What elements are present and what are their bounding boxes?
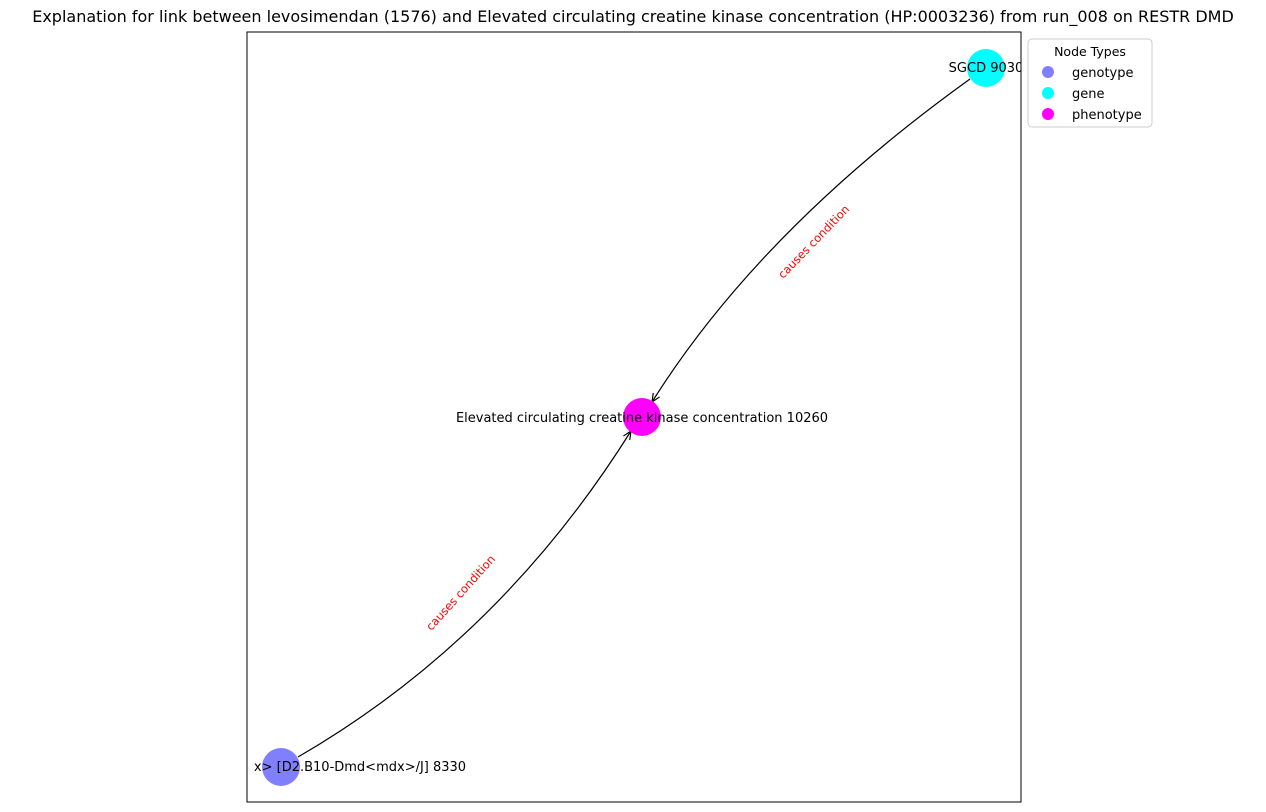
phenotype-node-label: Elevated circulating creatine kinase con…: [456, 411, 828, 426]
genotype-node[interactable]: [262, 748, 300, 786]
genotype-node-label: x> [D2.B10-Dmd<mdx>/J] 8330: [254, 760, 466, 775]
gene-node-label: SGCD 9030: [949, 61, 1024, 76]
gene-legend-label: gene: [1072, 87, 1105, 102]
gene-node[interactable]: [967, 49, 1005, 87]
phenotype-legend-marker: [1042, 108, 1054, 120]
edge-genotype-to-phenotype: [297, 431, 631, 758]
edge-gene-to-phenotype: [652, 78, 971, 402]
gene-legend-marker: [1042, 87, 1054, 99]
legend-box: [1027, 38, 1153, 128]
phenotype-legend-label: phenotype: [1072, 108, 1142, 123]
phenotype-node[interactable]: [623, 398, 661, 436]
genotype-legend-label: genotype: [1072, 66, 1133, 81]
legend-title: Node Types: [1054, 44, 1126, 59]
genotype-legend-marker: [1042, 66, 1054, 78]
legend: Node Types genotype gene phenotype: [1027, 38, 1153, 128]
chart-title: Explanation for link between levosimenda…: [32, 7, 1234, 27]
